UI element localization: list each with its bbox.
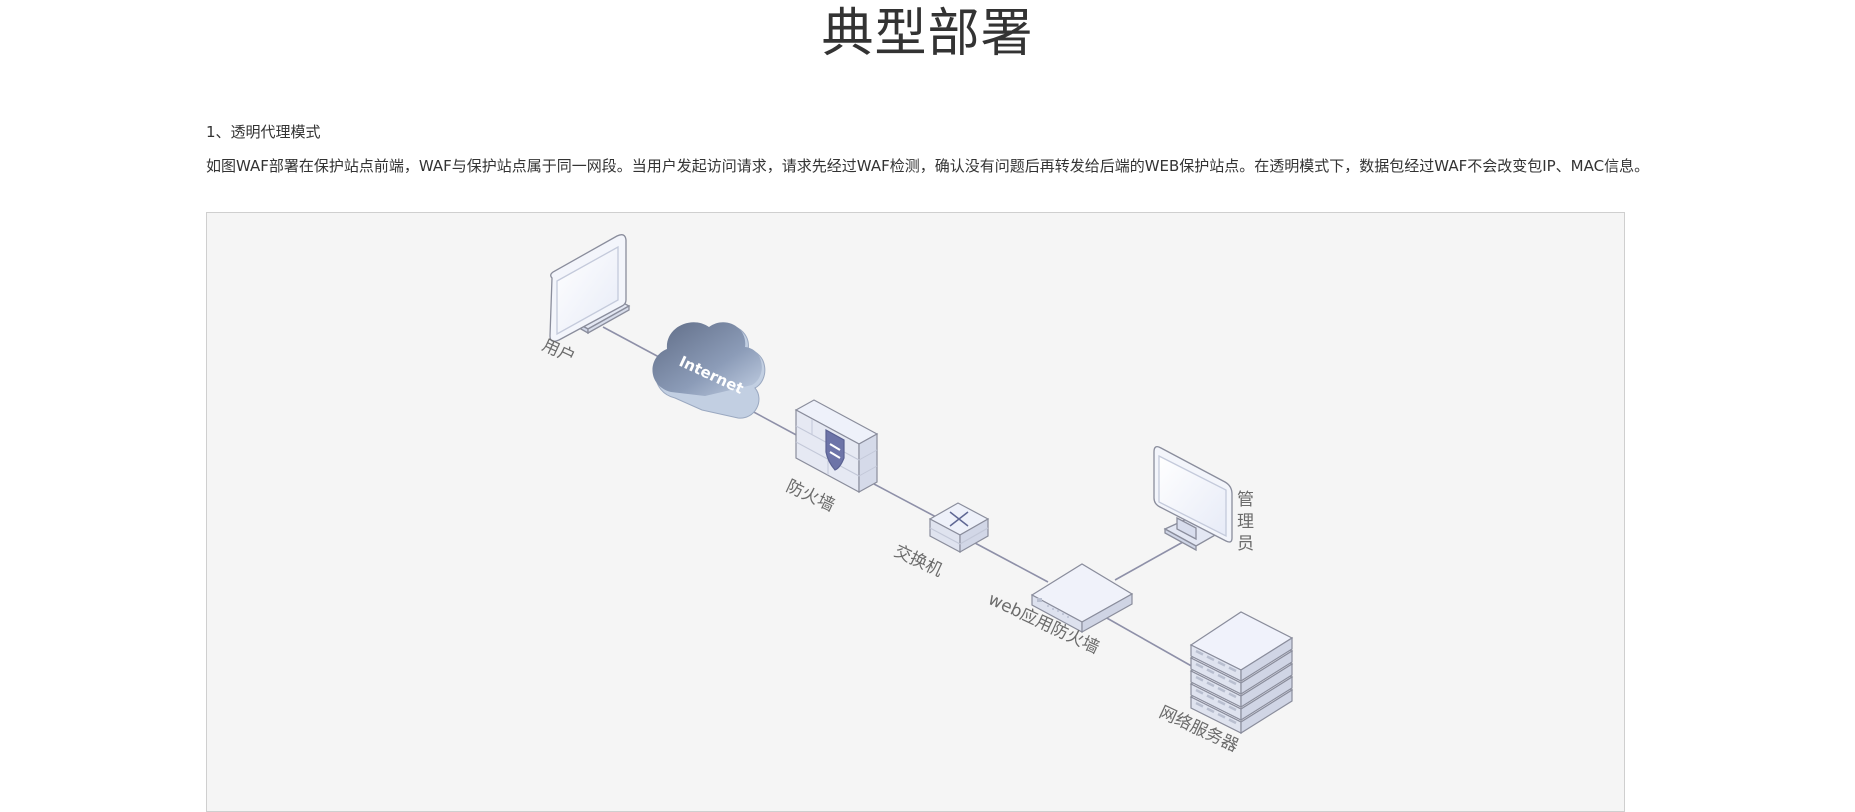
- section-description: 如图WAF部署在保护站点前端，WAF与保护站点属于同一网段。当用户发起访问请求，…: [206, 157, 1650, 175]
- switch-icon: [928, 502, 990, 554]
- link-waf-server: [1104, 616, 1196, 669]
- server-stack-icon: [1189, 611, 1294, 735]
- user-label: 用户: [539, 335, 578, 367]
- svg-text:管: 管: [1237, 490, 1254, 510]
- link-waf-admin: [1114, 541, 1184, 581]
- section-heading: 1、透明代理模式: [206, 123, 321, 141]
- user-monitor-icon: [549, 234, 631, 342]
- internet-cloud-icon: Internet: [652, 322, 766, 419]
- firewall-icon: [794, 399, 879, 494]
- link-switch-waf: [974, 542, 1049, 583]
- network-links: [602, 326, 1196, 669]
- switch-label: 交换机: [891, 541, 946, 581]
- svg-text:理: 理: [1237, 512, 1254, 532]
- admin-label: 管 理 员: [1237, 490, 1254, 554]
- deployment-diagram-panel: [206, 212, 1625, 812]
- link-internet-firewall: [749, 409, 801, 438]
- page-title: 典型部署: [821, 4, 1034, 64]
- server-unit: [1189, 611, 1294, 683]
- firewall-label: 防火墙: [783, 476, 838, 516]
- admin-monitor-icon: [1153, 446, 1233, 552]
- svg-text:员: 员: [1237, 534, 1254, 554]
- waf-appliance-icon: [1030, 563, 1134, 634]
- link-firewall-switch: [873, 483, 939, 519]
